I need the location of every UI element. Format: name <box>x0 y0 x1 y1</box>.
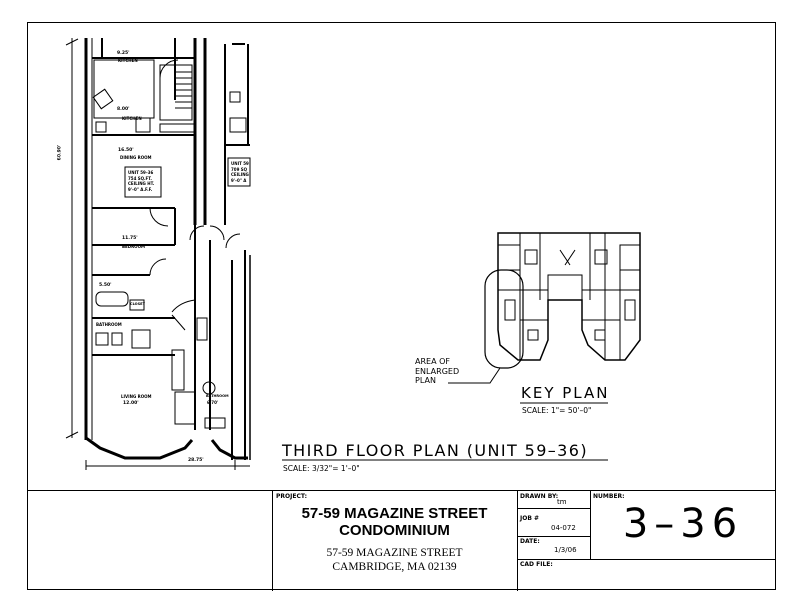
room-label-living: LIVING ROOM <box>121 394 152 399</box>
title-block-divider <box>517 491 518 591</box>
unit-note-line: 754 SQ.FT. <box>128 175 152 181</box>
drawing-scale: SCALE: 3/32"= 1'–0" <box>283 464 360 473</box>
project-address: 57-59 MAGAZINE STREET CAMBRIDGE, MA 0213… <box>272 546 517 574</box>
dim-dining: 16.50' <box>118 148 134 153</box>
project-label: PROJECT: <box>276 493 308 500</box>
drawn-by-label: DRAWN BY: <box>520 493 559 500</box>
address-line-1: 57-59 MAGAZINE STREET <box>326 547 463 559</box>
unit-note: UNIT 59–36 754 SQ.FT. CEILING HT. 9'–0" … <box>128 170 154 192</box>
unit-note-line: CEILING <box>231 172 249 177</box>
room-label-bathroom: BATHROOM <box>96 322 122 327</box>
room-label-kitchen-2: KITCHEN <box>122 116 142 121</box>
dim-kitchen: 8.00' <box>117 107 130 112</box>
drawn-by-value: tm <box>557 498 567 506</box>
cad-file-label: CAD FILE: <box>520 561 553 568</box>
key-plan-scale: SCALE: 1"= 50'–0" <box>522 406 592 415</box>
unit-note-line: UNIT 59 <box>231 161 249 166</box>
dim-bath-2: 6.70' <box>207 400 219 405</box>
title-block-rule <box>517 536 590 537</box>
room-label-kitchen: KITCHEN <box>118 58 138 63</box>
title-block-rule <box>517 559 776 560</box>
room-label-closet: CLOSET <box>130 302 145 306</box>
project-name-line-2: CONDOMINIUM <box>339 522 450 539</box>
unit-note-adjacent: UNIT 59 709 SQ CEILING 9'–0" A <box>231 161 249 183</box>
date-value: 1/3/06 <box>554 546 577 554</box>
job-value: 04-072 <box>551 524 576 532</box>
job-label: JOB # <box>520 515 540 522</box>
title-block: PROJECT: 57-59 MAGAZINE STREET CONDOMINI… <box>27 490 776 591</box>
room-label-bedroom: BEDROOM <box>122 244 145 249</box>
room-label-dining: DINING ROOM <box>120 155 152 160</box>
callout-line: AREA OF <box>415 357 450 366</box>
unit-note-line: UNIT 59–36 <box>128 170 154 175</box>
callout-line: PLAN <box>415 376 436 385</box>
callout-line: ENLARGED <box>415 366 460 376</box>
dim-top-a: 9.25' <box>117 51 130 56</box>
unit-note-line: 9'–0" A <box>231 177 247 183</box>
title-block-divider <box>272 491 273 591</box>
title-block-divider <box>590 491 591 559</box>
dim-bath: 5.50' <box>99 283 112 288</box>
room-label-bathroom-2: BATHROOM <box>206 394 229 398</box>
drawing-border <box>27 22 776 590</box>
project-name-line-1: 57-59 MAGAZINE STREET <box>301 505 488 522</box>
unit-note-line: CEILING HT. <box>128 181 155 186</box>
dim-bottom: 28.75' <box>188 458 204 463</box>
drawing-title: THIRD FLOOR PLAN (UNIT 59–36) <box>282 441 588 460</box>
number-label: NUMBER: <box>593 493 625 500</box>
address-line-2: CAMBRIDGE, MA 02139 <box>332 561 457 573</box>
date-label: DATE: <box>520 538 540 545</box>
key-plan-title: KEY PLAN <box>521 384 610 402</box>
unit-note-line: 709 SQ <box>231 166 248 172</box>
project-name: 57-59 MAGAZINE STREET CONDOMINIUM <box>272 505 517 539</box>
title-block-rule <box>517 508 590 509</box>
sheet-number: 3–36 <box>622 501 744 547</box>
dim-living: 12.00' <box>123 401 139 406</box>
unit-note-line: 9'–0" A.F.F. <box>128 186 153 192</box>
dim-left-vertical: 60.90' <box>57 144 63 161</box>
dim-bedroom: 11.75' <box>122 236 138 241</box>
key-plan-callout: AREA OF ENLARGED PLAN <box>415 357 459 386</box>
